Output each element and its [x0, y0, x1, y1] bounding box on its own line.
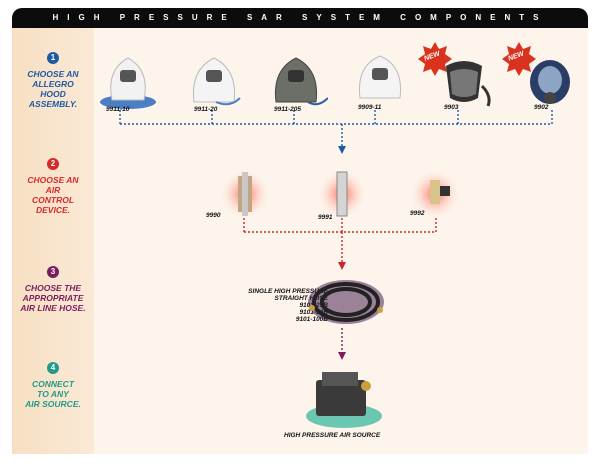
step-title: CONNECT TO ANY AIR SOURCE. [12, 379, 94, 409]
full-mask-9902-image [530, 60, 570, 104]
hood-model-label: 9909-11 [358, 104, 382, 111]
hood-9911-10-image [100, 57, 156, 109]
components-panel: 1 CHOOSE AN ALLEGRO HOOD ASSEMBLY. 2 CHO… [12, 28, 588, 454]
hood-9911-205-image [274, 57, 328, 106]
step-title-line: AIR SOURCE. [25, 399, 81, 409]
step-title-line: CHOOSE AN [27, 175, 79, 185]
step-4: 4 CONNECT TO ANY AIR SOURCE. [12, 362, 94, 409]
hood-model-label: 9911-10 [106, 106, 130, 113]
step-number-badge: 2 [47, 158, 59, 170]
face-shield-9903-image [446, 61, 491, 107]
air-control-model-label: 9991 [318, 214, 333, 221]
step-sidebar: 1 CHOOSE AN ALLEGRO HOOD ASSEMBLY. 2 CHO… [12, 28, 94, 454]
air-control-9990-image [220, 168, 270, 220]
step-title-line: AIR [45, 185, 61, 195]
step-number-badge: 3 [47, 266, 59, 278]
step-title-line: CONNECT [31, 379, 75, 389]
step-title-line: CHOOSE THE [24, 283, 82, 293]
step-title: CHOOSE AN ALLEGRO HOOD ASSEMBLY. [12, 69, 94, 109]
step-title-line: CHOOSE AN [27, 69, 79, 79]
step-title-line: AIR LINE HOSE. [20, 303, 86, 313]
step-number-badge: 1 [47, 52, 59, 64]
step-title-line: ASSEMBLY. [28, 99, 78, 109]
step-title: CHOOSE THE APPROPRIATE AIR LINE HOSE. [12, 283, 94, 313]
step-title-line: APPROPRIATE [22, 293, 84, 303]
hood-model-label: 9911-20 [194, 106, 218, 113]
step-title-line: TO ANY [37, 389, 69, 399]
step-1: 1 CHOOSE AN ALLEGRO HOOD ASSEMBLY. [12, 52, 94, 109]
step-2: 2 CHOOSE AN AIR CONTROL DEVICE. [12, 158, 94, 215]
hood-model-label: 9911-205 [274, 106, 301, 113]
hose-model: 9101-100B [295, 316, 328, 323]
air-control-model-label: 9990 [206, 212, 221, 219]
hose-title-line: SINGLE HIGH PRESSURE [248, 288, 328, 295]
step-title-line: DEVICE. [35, 205, 70, 215]
air-control-9992-image [410, 168, 460, 220]
air-source-image [306, 372, 382, 428]
step-title-line: ALLEGRO [32, 79, 74, 89]
step-title-line: HOOD [40, 89, 66, 99]
hose-title-line: STRAIGHT HOSE [274, 295, 328, 302]
air-control-model-label: 9992 [410, 210, 425, 217]
hood-9911-20-image [192, 57, 241, 106]
hood-model-label: 9903 [444, 104, 459, 111]
hood-model-label: 9902 [534, 104, 549, 111]
new-badge: NEW [502, 42, 536, 76]
new-badge: NEW [418, 42, 452, 76]
air-control-9991-image [317, 168, 367, 220]
step-title-line: CONTROL [31, 195, 75, 205]
air-line-hose-image [308, 280, 384, 324]
step-title: CHOOSE AN AIR CONTROL DEVICE. [12, 175, 94, 215]
hood-9909-11-image [358, 55, 402, 99]
air-source-label: HIGH PRESSURE AIR SOURCE [284, 432, 381, 439]
step-number-badge: 4 [47, 362, 59, 374]
connector-lines [119, 110, 553, 360]
page-title: HIGH PRESSURE SAR SYSTEM COMPONENTS [12, 8, 588, 28]
step-3: 3 CHOOSE THE APPROPRIATE AIR LINE HOSE. [12, 266, 94, 313]
